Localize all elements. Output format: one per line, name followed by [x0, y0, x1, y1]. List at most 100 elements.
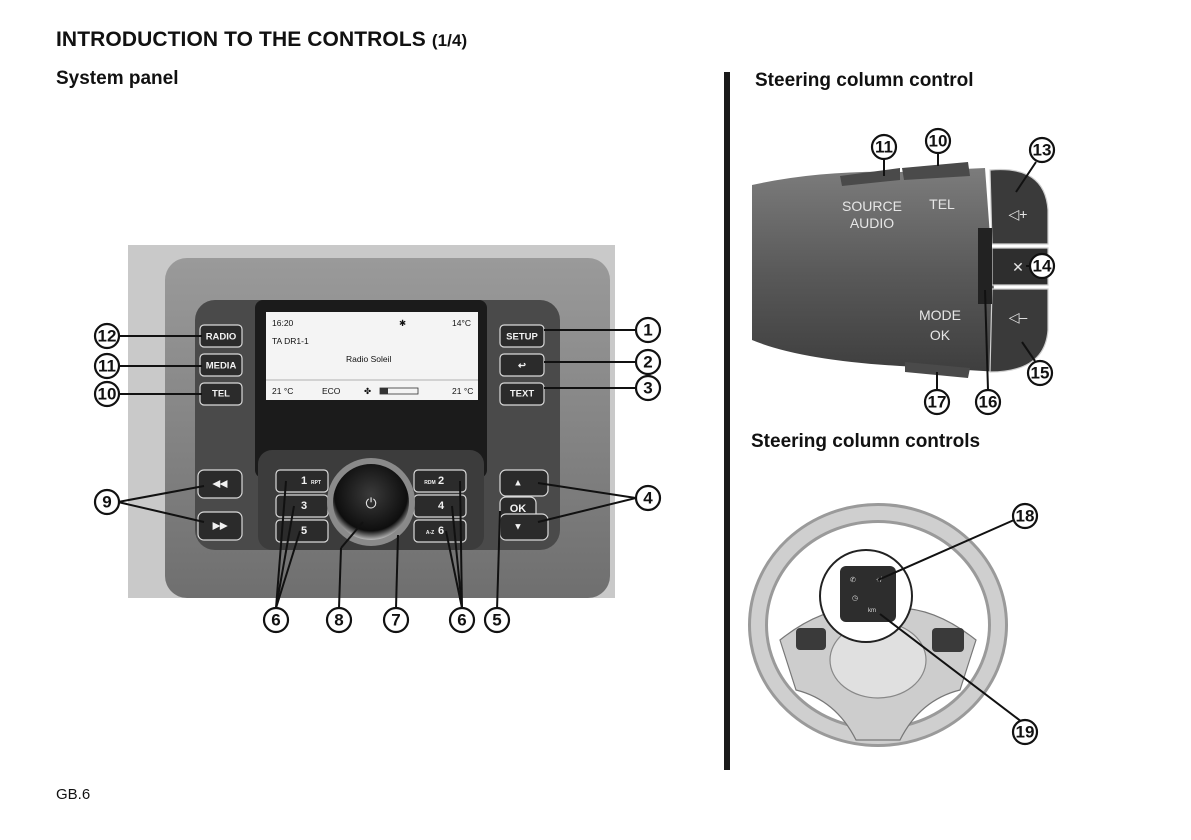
screen-temp-right: 21 °C	[452, 386, 473, 396]
wheel-zoom-inset: ✆ +/ ◷ km	[819, 549, 913, 643]
limiter-icon: ◷	[852, 595, 858, 602]
preset-6-button[interactable]: A-Z 6	[413, 519, 467, 543]
media-button[interactable]: MEDIA	[199, 353, 243, 377]
steering-wheel-illustration: ✆ +/ ◷ km 18 19	[748, 502, 1039, 747]
volume-down-icon: ◁–	[1009, 309, 1028, 325]
callout-1: 1	[634, 316, 662, 344]
svg-text:RPT: RPT	[311, 480, 321, 486]
svg-text:17: 17	[928, 393, 947, 412]
svg-text:6: 6	[457, 611, 466, 630]
back-button[interactable]: ↩	[499, 353, 545, 377]
up-arrow-icon: ▲	[513, 478, 522, 489]
callout-19: 19	[1011, 718, 1039, 746]
preset-2-button[interactable]: RDM 2	[413, 469, 467, 493]
callout-11: 11	[93, 352, 121, 380]
page-number: GB.6	[56, 786, 91, 803]
stalk-body	[752, 168, 1000, 372]
svg-text:5: 5	[492, 611, 501, 630]
svg-text:12: 12	[98, 327, 117, 346]
screen-temp-left: 21 °C	[272, 386, 293, 396]
wheel-right-controls[interactable]	[932, 628, 964, 652]
wheel-leader-lines	[877, 519, 1023, 723]
setup-button[interactable]: SETUP	[499, 324, 545, 348]
forward-icon: ▶▶	[212, 521, 229, 532]
next-button[interactable]: ▶▶	[197, 511, 243, 541]
back-arrow-icon: ↩	[518, 361, 526, 372]
callout-10-stalk: 10	[924, 127, 952, 155]
callout-17: 17	[923, 388, 951, 416]
screen-eco: ECO	[322, 386, 341, 396]
preset-3-button[interactable]: 3	[275, 494, 329, 518]
steering-controls-heading: Steering column controls	[751, 431, 981, 452]
prev-button[interactable]: ◀◀	[197, 469, 243, 499]
callout-12: 12	[93, 322, 121, 350]
svg-text:4: 4	[438, 500, 445, 512]
callout-14: 14	[1028, 252, 1056, 280]
svg-text:19: 19	[1016, 723, 1035, 742]
voice-icon: ✆	[850, 576, 856, 584]
down-arrow-icon: ▼	[513, 522, 522, 533]
callout-11-stalk: 11	[870, 133, 898, 161]
svg-text:TEL: TEL	[212, 389, 230, 400]
bluetooth-icon: ✱	[399, 318, 406, 328]
preset-1-button[interactable]: 1 RPT	[275, 469, 329, 493]
screen-ext-temp: 14°C	[452, 318, 471, 328]
fan-icon: ✤	[364, 386, 372, 396]
callout-10: 10	[93, 380, 121, 408]
volume-down-button[interactable]	[989, 288, 1049, 373]
svg-text:6: 6	[271, 611, 280, 630]
svg-text:SETUP: SETUP	[506, 332, 538, 343]
svg-text:3: 3	[643, 379, 652, 398]
svg-text:RADIO: RADIO	[206, 332, 237, 343]
down-button[interactable]: ▼	[499, 513, 549, 541]
steering-stalk-illustration: SOURCE AUDIO TEL MODE OK ◁+ ✕ ◁– 11 10 1…	[752, 127, 1056, 416]
svg-text:3: 3	[301, 500, 307, 512]
svg-text:OK: OK	[510, 503, 527, 515]
svg-text:1: 1	[643, 321, 652, 340]
svg-text:5: 5	[301, 525, 307, 537]
svg-text:13: 13	[1033, 141, 1052, 160]
preset-5-button[interactable]: 5	[275, 519, 329, 543]
svg-text:10: 10	[98, 385, 117, 404]
screen-time: 16:20	[272, 318, 294, 328]
system-panel-illustration: 16:20 ✱ 14°C TA DR1-1 Radio Soleil 21 °C…	[93, 245, 662, 634]
svg-text:11: 11	[875, 138, 893, 157]
rewind-icon: ◀◀	[212, 479, 228, 490]
wheel-left-controls[interactable]	[796, 628, 826, 650]
source-label-line1: SOURCE	[842, 198, 902, 214]
callout-6-left: 6	[262, 606, 290, 634]
callout-18: 18	[1011, 502, 1039, 530]
power-volume-knob[interactable]: ⏻	[327, 458, 415, 546]
preset-4-button[interactable]: 4	[413, 494, 467, 518]
radio-button[interactable]: RADIO	[199, 324, 243, 348]
mode-ok-button[interactable]	[905, 362, 970, 378]
display-screen	[266, 312, 478, 400]
svg-text:7: 7	[391, 611, 400, 630]
source-label-line2: AUDIO	[850, 215, 894, 231]
up-button[interactable]: ▲	[499, 469, 549, 497]
title-part: (1/4)	[431, 31, 468, 50]
callout-6-right: 6	[448, 606, 476, 634]
callout-16: 16	[974, 388, 1002, 416]
callout-13: 13	[1028, 136, 1056, 164]
tel-stalk-button[interactable]	[902, 162, 970, 180]
svg-text:15: 15	[1031, 364, 1050, 383]
svg-text:A-Z: A-Z	[426, 530, 434, 536]
column-divider	[724, 72, 730, 770]
svg-text:TEXT: TEXT	[510, 389, 534, 400]
callout-2: 2	[634, 348, 662, 376]
mute-icon: ✕	[1012, 259, 1024, 275]
callout-5: 5	[483, 606, 511, 634]
panel-leader-lines	[117, 329, 637, 611]
mode-label-line2: OK	[930, 327, 951, 343]
screen-rds: TA DR1-1	[272, 336, 309, 346]
tel-button[interactable]: TEL	[199, 382, 243, 406]
callout-15: 15	[1026, 359, 1054, 387]
scroll-wheel[interactable]	[978, 228, 992, 304]
power-icon: ⏻	[365, 495, 376, 511]
steering-control-heading: Steering column control	[755, 70, 974, 91]
system-panel-heading: System panel	[56, 68, 179, 89]
text-button[interactable]: TEXT	[499, 382, 545, 406]
volume-up-button[interactable]	[989, 168, 1049, 245]
callout-3: 3	[634, 374, 662, 402]
